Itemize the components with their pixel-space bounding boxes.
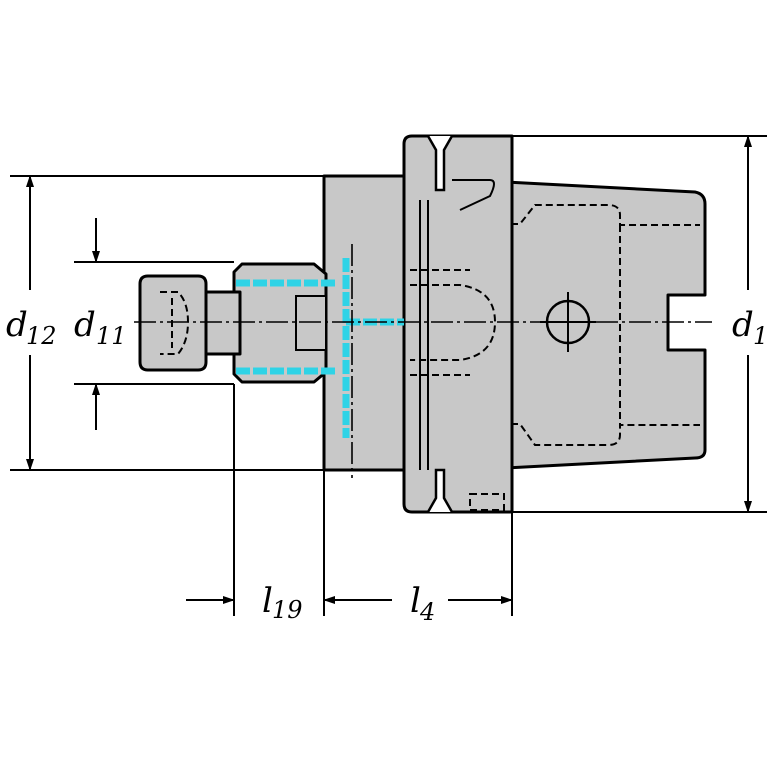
label-d12: d 12 [2, 305, 68, 350]
svg-text:d: d [732, 305, 754, 345]
svg-text:1: 1 [753, 322, 767, 350]
label-l4: l 4 [410, 581, 435, 626]
flange [402, 134, 514, 514]
label-d11: d 11 [72, 305, 134, 350]
svg-text:19: 19 [272, 596, 303, 624]
svg-text:4: 4 [419, 598, 435, 626]
svg-text:l: l [410, 581, 421, 621]
svg-text:12: 12 [26, 322, 57, 350]
label-d1: d 1 [728, 305, 767, 350]
svg-text:d: d [74, 305, 96, 345]
svg-text:l: l [262, 581, 273, 621]
clamping-screw [138, 274, 242, 372]
label-l19: l 19 [262, 581, 303, 624]
svg-text:11: 11 [96, 322, 127, 350]
svg-text:d: d [6, 305, 28, 345]
dimension-lines [10, 135, 767, 616]
